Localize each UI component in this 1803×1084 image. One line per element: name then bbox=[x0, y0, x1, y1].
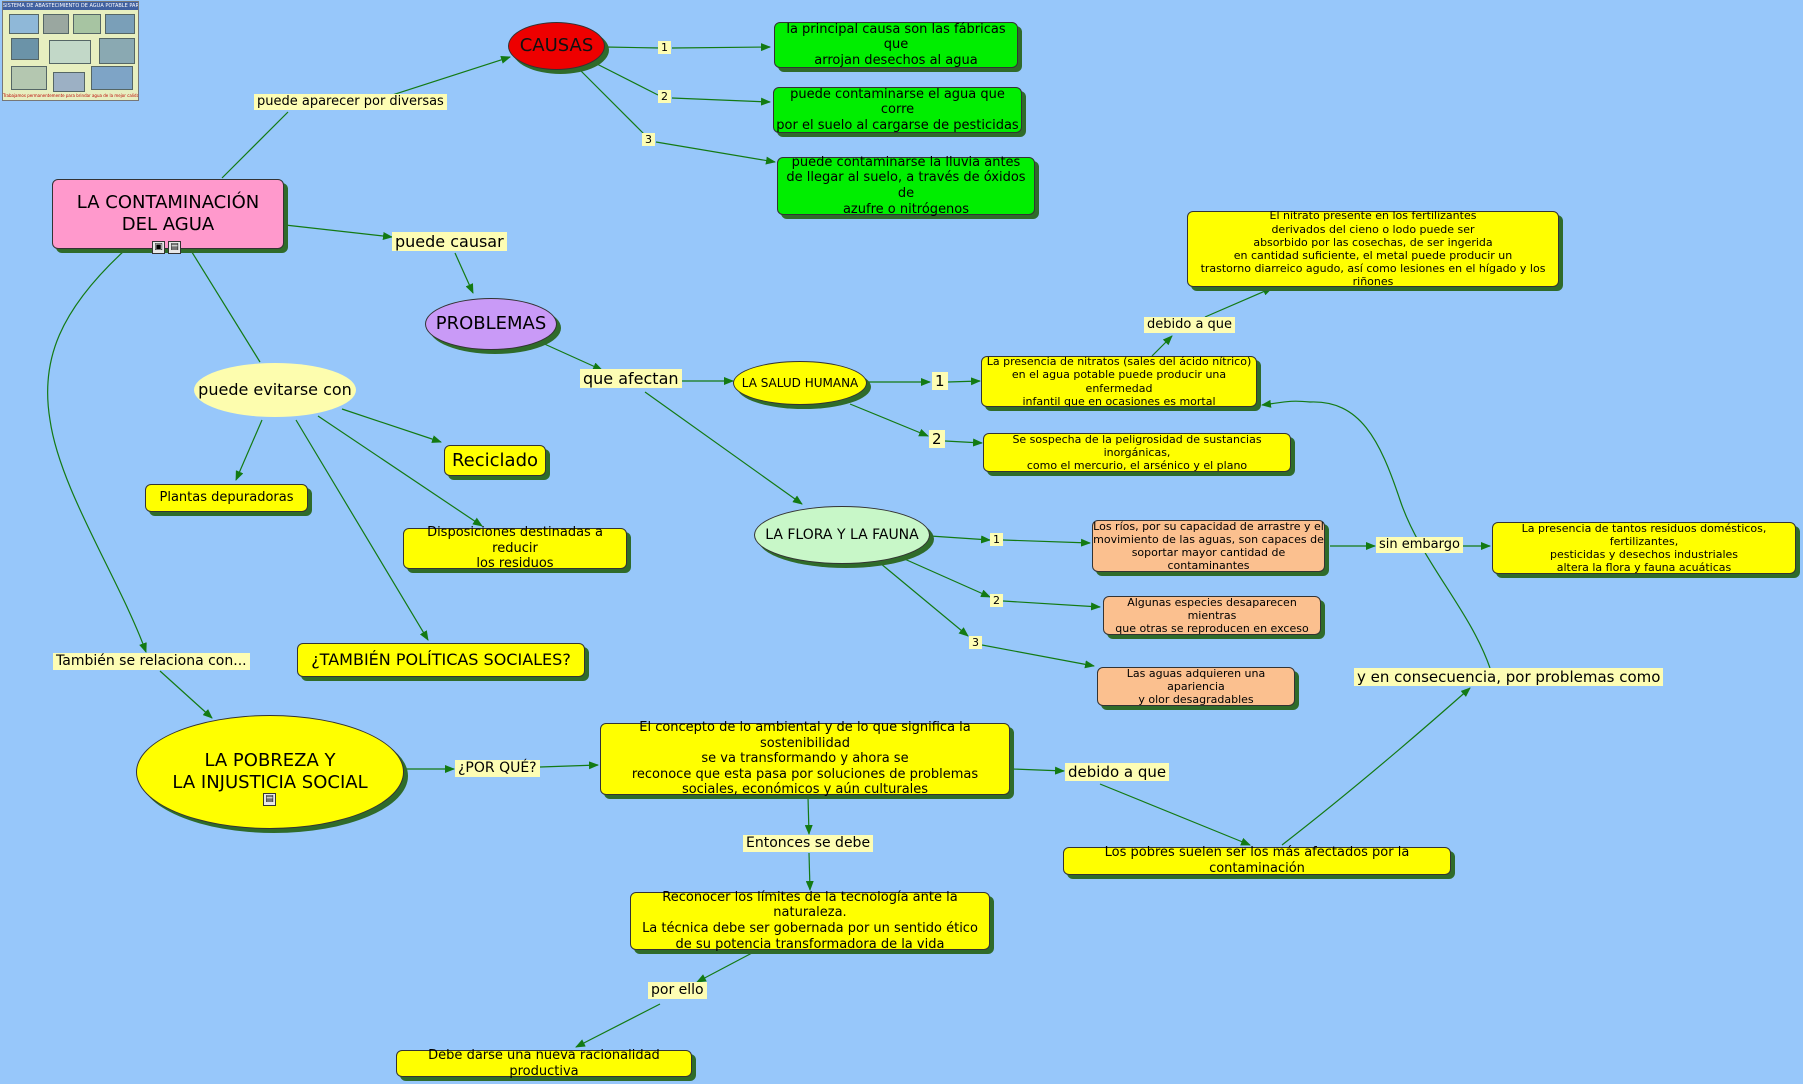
node-disposiciones[interactable]: Disposiciones destinadas a reducir los r… bbox=[403, 525, 627, 571]
node-causa-1[interactable]: la principal causa son las fábricas que … bbox=[774, 22, 1018, 68]
node-nitrato-fertilizantes[interactable]: El nitrato presente en los fertilizantes… bbox=[1187, 209, 1559, 288]
node-salud-humana[interactable]: LA SALUD HUMANA bbox=[733, 361, 867, 405]
link-label-flora-2: 2 bbox=[990, 594, 1003, 608]
node-causa-2[interactable]: puede contaminarse el agua que corre por… bbox=[773, 87, 1022, 133]
node-pobreza-injusticia[interactable]: LA POBREZA Y LA INJUSTICIA SOCIAL bbox=[136, 715, 404, 829]
node-reciclado[interactable]: Reciclado bbox=[444, 445, 546, 476]
thumbnail-caption: Trabajamos permanentemente para brindar … bbox=[3, 93, 139, 98]
document-icon[interactable]: ▤ bbox=[263, 793, 276, 806]
node-flora-y-fauna[interactable]: LA FLORA Y LA FAUNA bbox=[754, 506, 930, 564]
node-salud-1[interactable]: La presencia de nitratos (sales del ácid… bbox=[981, 355, 1257, 408]
node-residuos[interactable]: La presencia de tantos residuos doméstic… bbox=[1492, 522, 1796, 574]
thumbnail-photo bbox=[9, 14, 39, 34]
node-puede-evitarse-con[interactable]: puede evitarse con bbox=[194, 363, 356, 417]
thumbnail-photo bbox=[11, 66, 47, 90]
link-label-diversas: puede aparecer por diversas bbox=[254, 94, 447, 110]
link-label-tambien-se-relaciona: También se relaciona con... bbox=[53, 653, 250, 670]
node-contaminacion-del-agua[interactable]: LA CONTAMINACIÓN DEL AGUA bbox=[52, 179, 284, 249]
link-label-por-que: ¿POR QUÉ? bbox=[455, 760, 540, 777]
link-label-debido-a-que: debido a que bbox=[1065, 763, 1170, 781]
thumbnail-title: SISTEMA DE ABASTECIMIENTO DE AGUA POTABL… bbox=[3, 2, 139, 10]
node-flora-3[interactable]: Las aguas adquieren una apariencia y olo… bbox=[1097, 667, 1295, 706]
thumbnail-photo bbox=[43, 14, 69, 34]
image-icon[interactable]: ▣ bbox=[152, 241, 165, 254]
thumbnail-photo bbox=[99, 38, 135, 64]
link-label-flora-3: 3 bbox=[969, 636, 982, 650]
thumbnail-photo bbox=[73, 14, 101, 34]
node-causas[interactable]: CAUSAS bbox=[508, 22, 605, 70]
node-concepto-ambiental[interactable]: El concepto de lo ambiental y de lo que … bbox=[600, 720, 1010, 797]
node-racionalidad-productiva[interactable]: Debe darse una nueva racionalidad produc… bbox=[396, 1048, 692, 1079]
water-system-thumbnail[interactable]: SISTEMA DE ABASTECIMIENTO DE AGUA POTABL… bbox=[2, 1, 139, 101]
node-pobres-afectados[interactable]: Los pobres suelen ser los más afectados … bbox=[1063, 845, 1451, 876]
link-label-debido-a-que-nitrato: debido a que bbox=[1144, 317, 1236, 333]
thumbnail-photo bbox=[53, 72, 85, 92]
node-politicas-sociales[interactable]: ¿TAMBIÉN POLÍTICAS SOCIALES? bbox=[297, 643, 585, 677]
link-label-causa-1: 1 bbox=[658, 41, 671, 55]
node-flora-2[interactable]: Algunas especies desaparecen mientras qu… bbox=[1103, 596, 1321, 635]
link-label-entonces-se-debe: Entonces se debe bbox=[743, 835, 874, 852]
document-icon[interactable]: ▤ bbox=[168, 241, 181, 254]
node-causa-3[interactable]: puede contaminarse la lluvia antes de ll… bbox=[777, 155, 1035, 217]
link-label-salud-1: 1 bbox=[932, 372, 948, 390]
link-label-puede-causar: puede causar bbox=[392, 232, 507, 252]
link-label-causa-2: 2 bbox=[658, 90, 671, 104]
thumbnail-photo bbox=[91, 66, 133, 90]
link-label-que-afectan: que afectan bbox=[580, 369, 682, 389]
link-label-por-ello: por ello bbox=[648, 982, 707, 999]
node-problemas[interactable]: PROBLEMAS bbox=[425, 298, 557, 350]
thumbnail-photo bbox=[105, 14, 135, 34]
thumbnail-photo bbox=[49, 40, 91, 64]
node-plantas-depuradoras[interactable]: Plantas depuradoras bbox=[145, 484, 308, 512]
node-flora-1[interactable]: Los ríos, por su capacidad de arrastre y… bbox=[1092, 519, 1325, 573]
link-label-sin-embargo: sin embargo bbox=[1376, 537, 1463, 553]
thumbnail-photo bbox=[11, 38, 39, 60]
node-salud-2[interactable]: Se sospecha de la peligrosidad de sustan… bbox=[983, 433, 1291, 472]
link-label-salud-2: 2 bbox=[929, 430, 945, 448]
link-label-causa-3: 3 bbox=[642, 133, 655, 147]
node-reconocer-limites[interactable]: Reconocer los límites de la tecnología a… bbox=[630, 890, 990, 952]
link-label-flora-1: 1 bbox=[990, 533, 1003, 547]
link-label-consecuencia: y en consecuencia, por problemas como bbox=[1354, 668, 1664, 686]
